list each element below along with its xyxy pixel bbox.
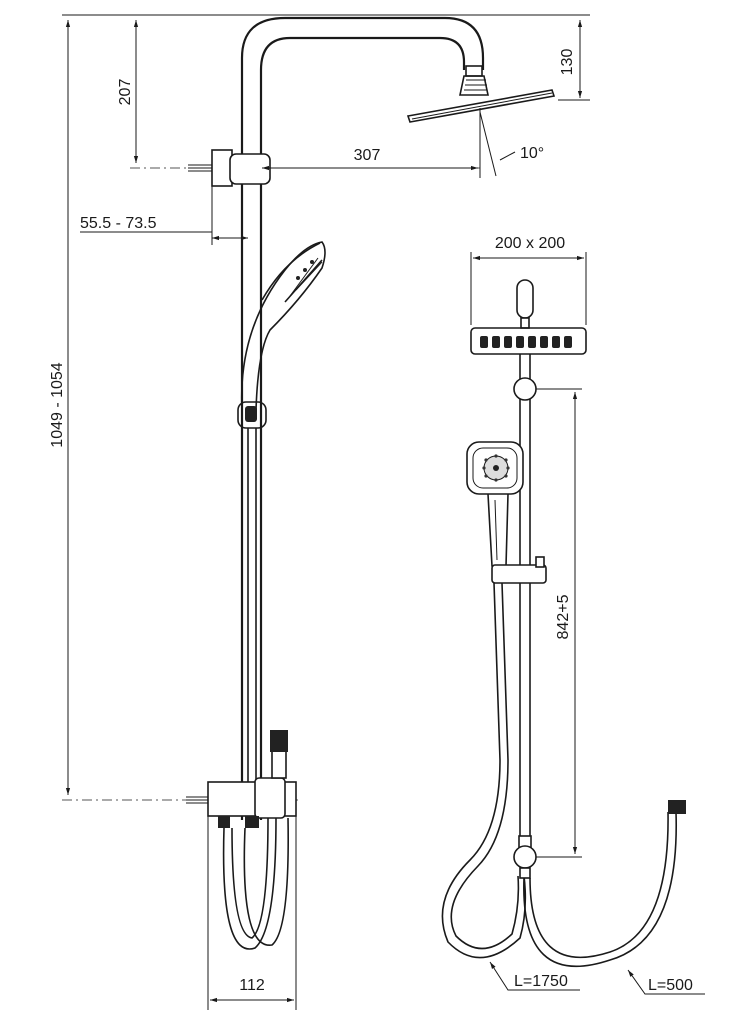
label-head-drop: 130 [559,49,576,76]
wall-bracket [188,149,271,245]
mixer-body [186,730,297,828]
rain-head-front [470,279,587,355]
dimension-hose-long: L=1750 [489,961,580,991]
dimension-rail-length: 842+5 [555,392,578,854]
dimension-wall-gap: 55.5 - 73.5 [80,215,248,241]
label-head-offset: 207 [117,79,134,106]
label-arm-reach: 307 [354,147,381,164]
label-hose-long: L=1750 [514,973,568,990]
dimension-arm-reach: 307 [262,147,478,171]
dimension-head-size: 200 x 200 [470,235,587,325]
riser-pipe [240,16,485,820]
label-tilt-angle: 10° [520,145,544,162]
label-wall-gap: 55.5 - 73.5 [80,215,157,232]
label-rail-length: 842+5 [555,594,572,639]
label-head-size: 200 x 200 [495,235,565,252]
dimension-tilt-angle: 10° [520,145,544,162]
rain-head-side [406,65,556,123]
slider-front [491,556,547,584]
dimension-base-width: 112 [210,977,294,1003]
side-view: 1049 - 1054 207 307 130 10° 55.5 - 73.5 … [49,14,590,1010]
hand-shower-side [237,241,326,429]
dimension-total-height: 1049 - 1054 [49,20,71,795]
hand-shower-front [466,441,524,567]
dimension-hose-short: L=500 [627,969,705,995]
front-view: 200 x 200 [441,235,705,995]
label-total-height: 1049 - 1054 [49,362,66,448]
dimension-head-drop: 130 [558,20,590,101]
dimension-head-offset: 207 [117,20,139,163]
label-hose-short: L=500 [648,977,693,994]
label-base-width: 112 [239,977,265,994]
